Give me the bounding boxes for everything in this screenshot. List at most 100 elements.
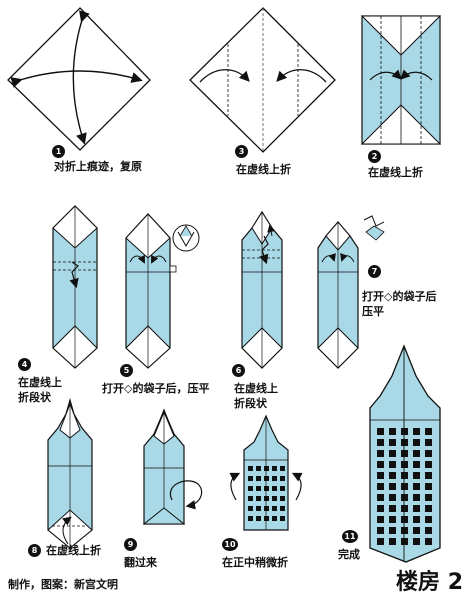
window: [425, 516, 432, 523]
window: [413, 538, 420, 545]
window: [377, 505, 384, 512]
step-label: 打开◇的袋子后: [362, 290, 437, 303]
window: [248, 496, 253, 501]
step-label: 在虚线上: [234, 382, 278, 395]
step-number: 7: [368, 265, 381, 278]
step-label: 完成: [338, 548, 360, 561]
step-label: 在虚线上折: [46, 544, 101, 557]
step-label: 折段状: [234, 397, 267, 410]
step4-diagram: [52, 205, 98, 369]
window: [377, 538, 384, 545]
window: [425, 472, 432, 479]
window: [264, 486, 269, 491]
window: [413, 439, 420, 446]
window: [389, 472, 396, 479]
window: [413, 472, 420, 479]
window: [264, 506, 269, 511]
step-number: 4: [18, 358, 31, 371]
step-number: 2: [368, 150, 381, 163]
window: [401, 494, 408, 501]
window: [377, 494, 384, 501]
window: [389, 483, 396, 490]
window: [377, 428, 384, 435]
step-label: 对折上痕迹，复原: [54, 160, 142, 173]
window: [401, 428, 408, 435]
window: [401, 472, 408, 479]
window: [264, 496, 269, 501]
window: [280, 486, 285, 491]
step1-diagram: [7, 7, 151, 151]
window: [272, 496, 277, 501]
window: [413, 428, 420, 435]
window: [389, 428, 396, 435]
step11-diagram: [369, 344, 441, 563]
window: [401, 516, 408, 523]
step-label: 在虚线上: [18, 376, 62, 389]
step-number: 1: [52, 145, 65, 158]
window: [256, 466, 261, 471]
window: [272, 486, 277, 491]
window: [264, 516, 269, 521]
window: [389, 505, 396, 512]
window: [401, 483, 408, 490]
step8-diagram: [47, 397, 93, 549]
window: [377, 527, 384, 534]
window: [248, 506, 253, 511]
step5-diagram: [125, 213, 200, 369]
window: [413, 505, 420, 512]
step-number: 5: [120, 364, 133, 377]
step-number: 8: [28, 544, 41, 557]
step9-diagram: [142, 408, 203, 525]
window: [389, 527, 396, 534]
window: [389, 461, 396, 468]
window: [413, 483, 420, 490]
step7-diagram: [317, 214, 388, 369]
window: [272, 476, 277, 481]
window: [425, 483, 432, 490]
window: [248, 476, 253, 481]
window: [413, 527, 420, 534]
window: [389, 439, 396, 446]
window: [248, 516, 253, 521]
window: [425, 428, 432, 435]
window: [248, 486, 253, 491]
window: [377, 472, 384, 479]
window: [377, 450, 384, 457]
window: [377, 461, 384, 468]
window: [272, 516, 277, 521]
window: [256, 486, 261, 491]
step-label: 翻过来: [124, 556, 157, 569]
window: [401, 439, 408, 446]
window: [425, 527, 432, 534]
step-label: 在正中稍微折: [222, 556, 288, 569]
window: [425, 494, 432, 501]
credit-text: 制作，图案：新宫文明: [8, 578, 118, 591]
step6-diagram: [241, 210, 283, 369]
window: [401, 505, 408, 512]
window: [413, 494, 420, 501]
window: [425, 538, 432, 545]
step-number: 6: [232, 364, 245, 377]
step3-diagram: [189, 7, 336, 153]
window: [425, 450, 432, 457]
window: [280, 466, 285, 471]
step-number: 9: [124, 538, 137, 551]
window: [401, 461, 408, 468]
window: [389, 450, 396, 457]
step-label: 在虚线上折: [236, 163, 291, 176]
window: [377, 483, 384, 490]
window: [264, 466, 269, 471]
step2-diagram: [360, 15, 442, 145]
window: [389, 538, 396, 545]
step-label: 打开◇的袋子后，压平: [102, 382, 210, 395]
step-number: 10: [222, 538, 238, 551]
window: [401, 538, 408, 545]
step-number: 3: [235, 145, 248, 158]
step-label: 在虚线上折: [368, 166, 423, 179]
window: [425, 461, 432, 468]
window: [280, 506, 285, 511]
window: [280, 496, 285, 501]
window: [389, 494, 396, 501]
window: [425, 439, 432, 446]
